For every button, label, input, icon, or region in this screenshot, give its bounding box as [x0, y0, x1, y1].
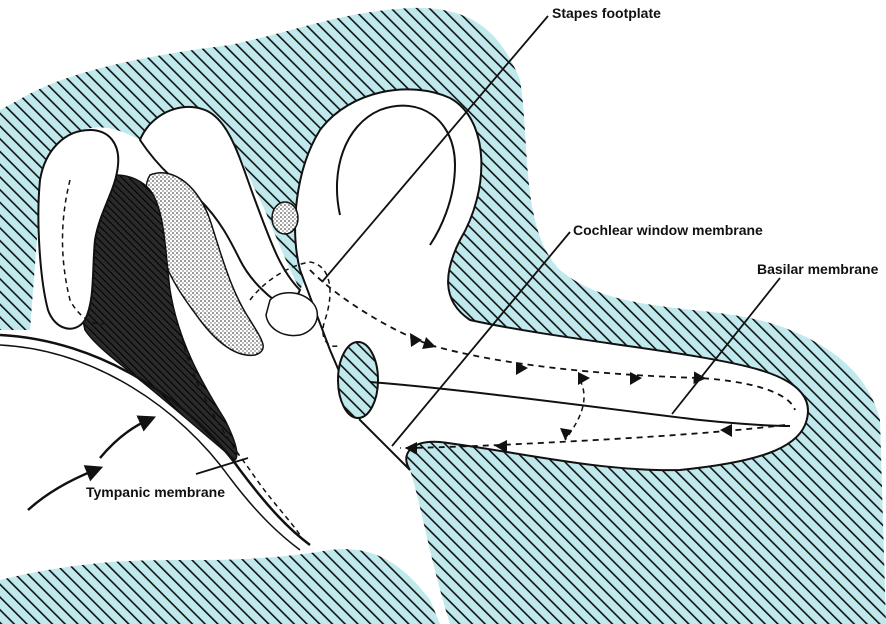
leader-tympanic-membrane — [195, 457, 249, 475]
leader-basilar-membrane — [671, 277, 781, 415]
incus — [37, 128, 120, 330]
label-stapes-footplate: Stapes footplate — [552, 5, 661, 21]
temporal-bone-lower — [0, 549, 440, 624]
sound-arrow-1 — [27, 465, 104, 511]
stapes-head — [271, 201, 299, 235]
round-window — [337, 341, 379, 419]
leader-stapes-footplate — [321, 15, 549, 283]
dashed-path-scala-vestibuli — [309, 269, 796, 411]
label-basilar-membrane: Basilar membrane — [757, 261, 879, 277]
arrow-2 — [516, 362, 528, 375]
dashed-path-incus — [61, 179, 111, 325]
tympanic-membrane-line — [0, 333, 311, 546]
dashed-path-return — [564, 379, 585, 441]
arrow-3 — [630, 372, 642, 385]
ear-canal — [0, 337, 310, 580]
semicircular-canal — [336, 104, 457, 246]
sound-arrow-2 — [99, 415, 156, 459]
arrow-7 — [560, 428, 572, 440]
leader-cochlear-window — [391, 231, 571, 447]
arrow-1 — [410, 333, 422, 347]
dashed-path-stapes — [249, 261, 341, 347]
label-tympanic-membrane: Tympanic membrane — [86, 484, 225, 500]
flow-arrows — [405, 333, 732, 455]
arrow-8 — [578, 372, 590, 385]
tympanic-membrane-line-2 — [0, 344, 301, 551]
dashed-path-scala-tympani — [399, 424, 786, 449]
arrow-6 — [405, 442, 417, 455]
tympanic-cavity-dark — [77, 174, 238, 462]
dashed-path-malleus — [179, 329, 301, 536]
stapes-body — [265, 292, 319, 337]
label-cochlear-window-membrane: Cochlear window membrane — [573, 222, 763, 238]
arrow-5 — [495, 440, 507, 453]
arrow-4 — [720, 424, 732, 437]
basilar-membrane-line — [369, 381, 791, 427]
